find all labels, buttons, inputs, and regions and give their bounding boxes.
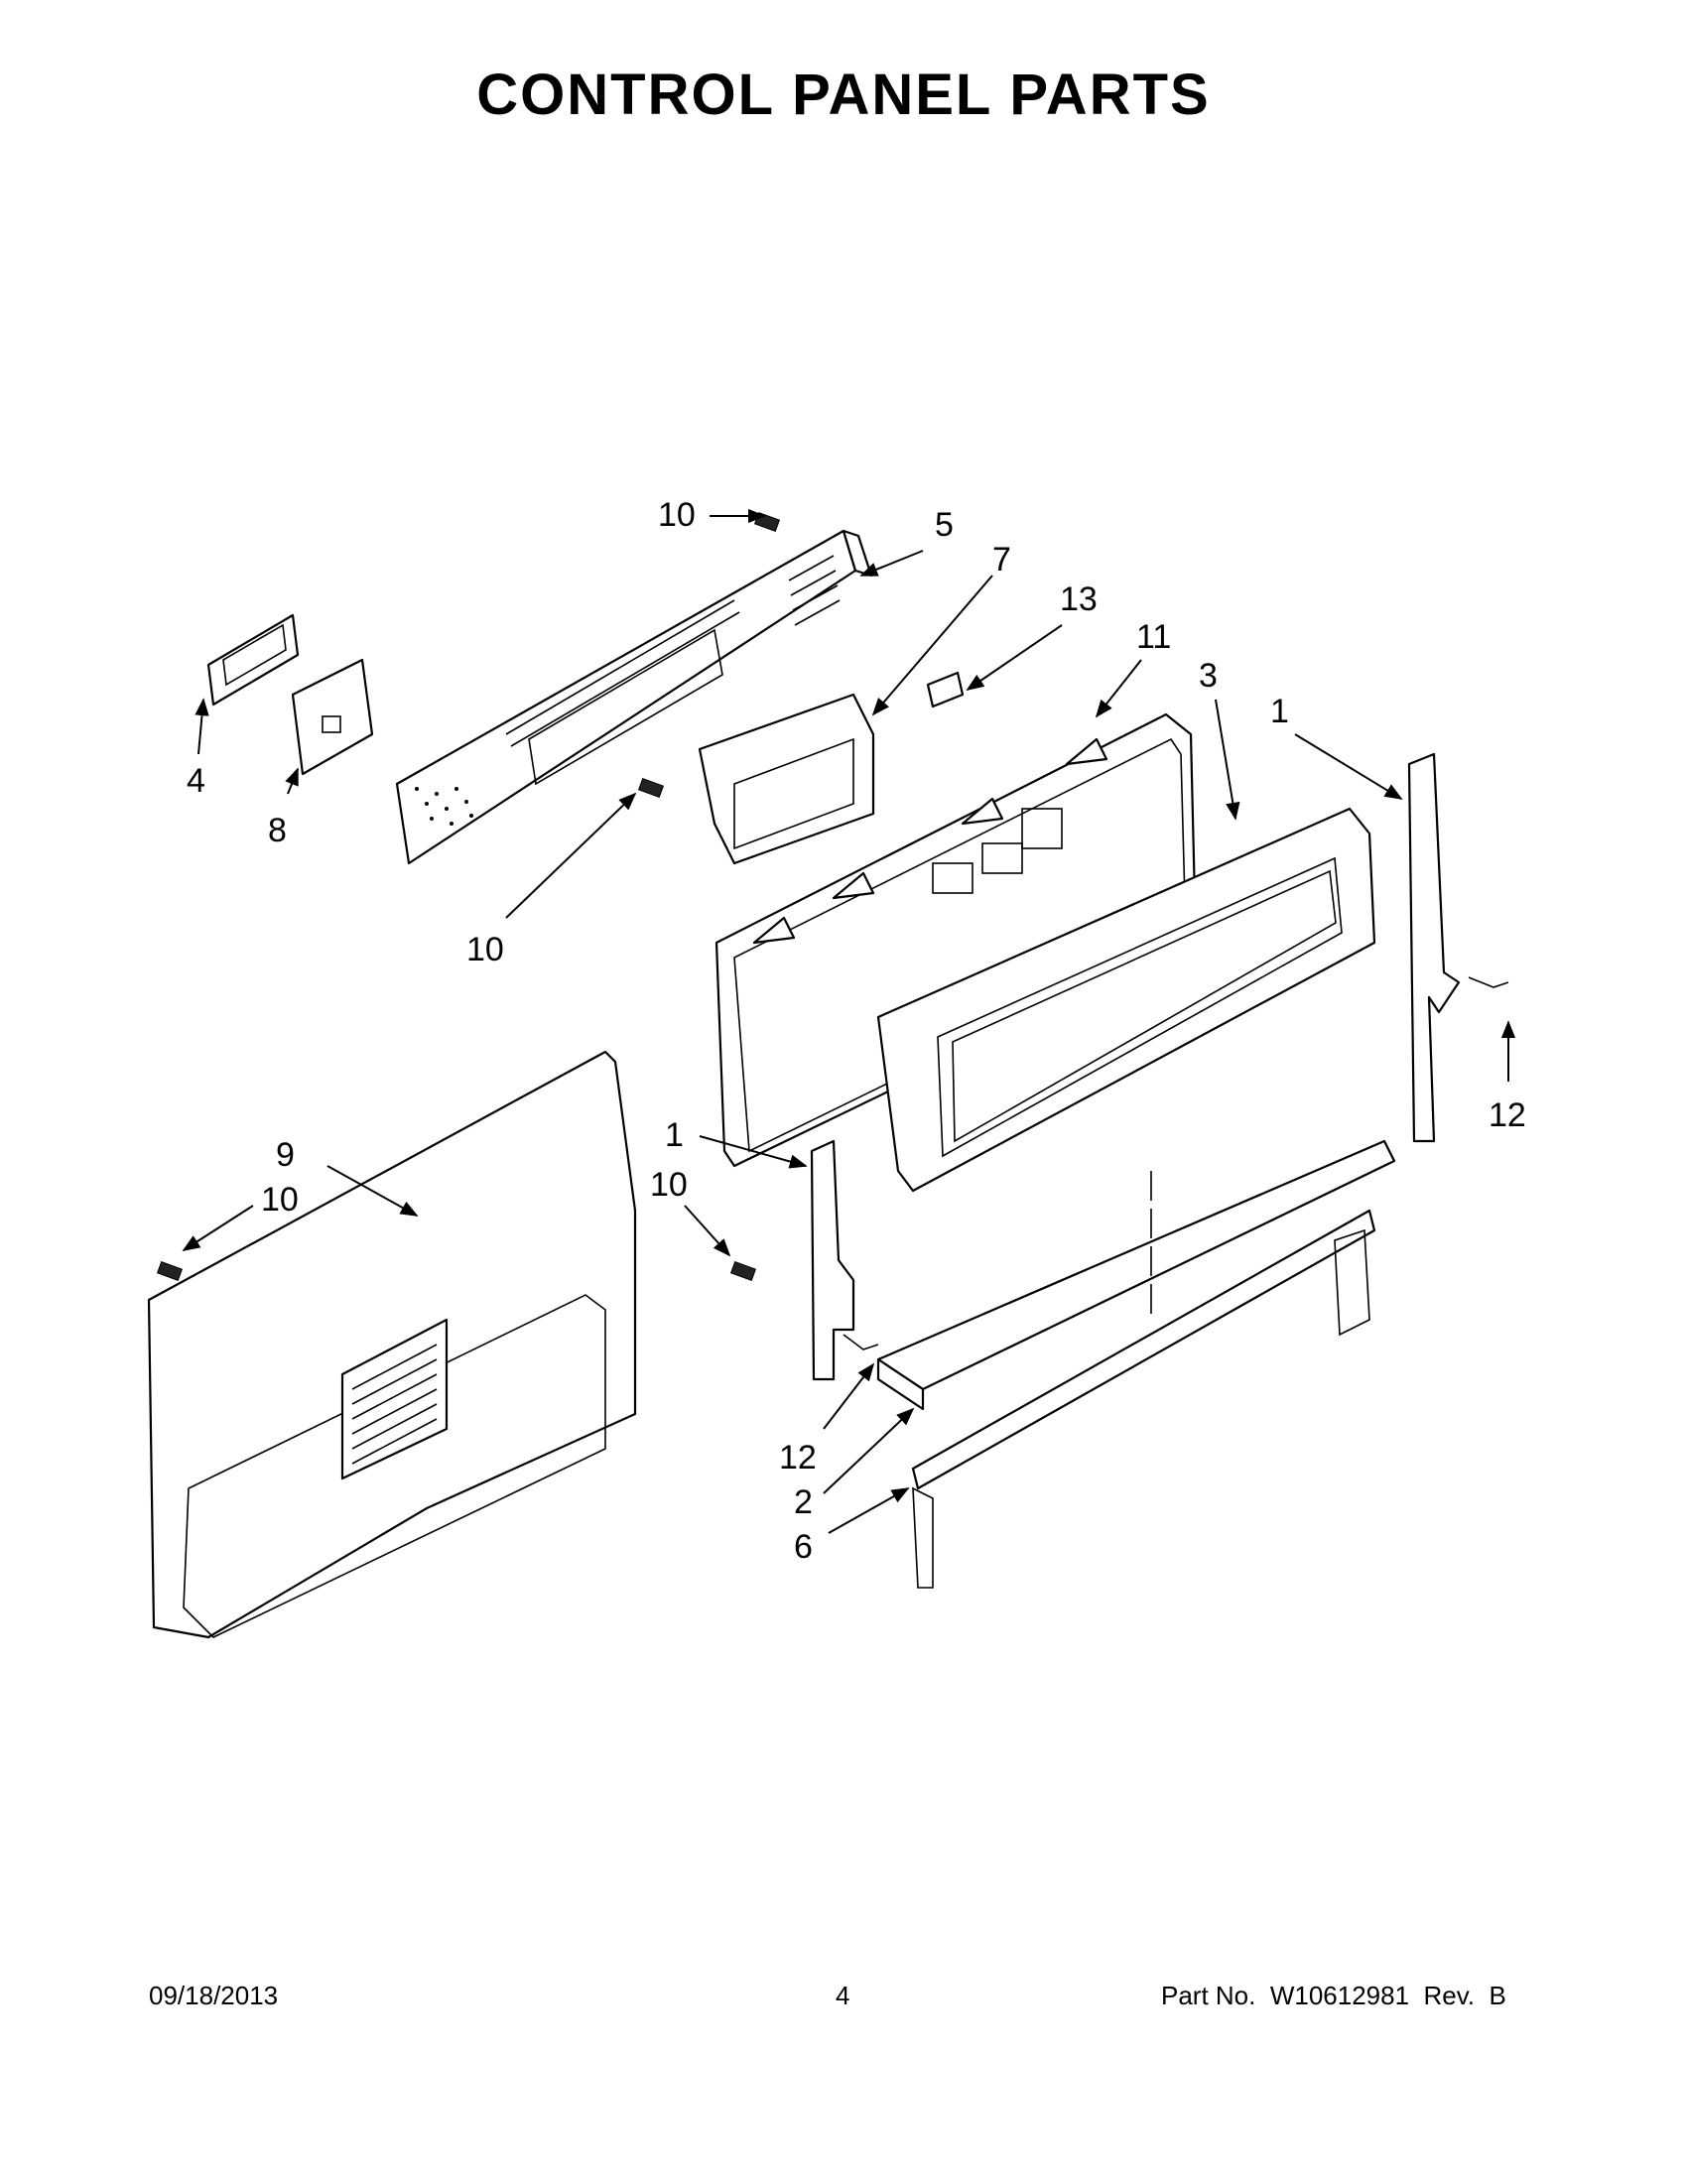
callout-4: 4 [187,762,205,800]
leader-arrows [182,508,1516,1534]
footer-date: 09/18/2013 [149,1981,279,2010]
part-7-display-housing [698,693,875,865]
callout-1: 1 [1270,693,1289,730]
footer-page-number: 4 [836,1981,850,2010]
callout-1b: 1 [665,1116,684,1154]
part-9-rear-shield [147,1050,637,1639]
callout-10: 10 [658,496,696,534]
part-8-bracket [291,658,374,776]
part-6-channel [911,1209,1376,1589]
callout-12: 12 [1489,1096,1526,1134]
part-13-connector [926,671,965,708]
part-2-support-rail [876,1139,1396,1411]
callout-7: 7 [992,541,1011,578]
part-3-trim [876,807,1376,1193]
part-5-panel-shield [395,529,873,865]
page-title: CONTROL PANEL PARTS [476,63,1211,127]
callout-9: 9 [276,1136,295,1174]
callout-10d: 10 [650,1166,688,1204]
callout-3: 3 [1199,657,1218,695]
callout-2: 2 [794,1483,813,1521]
callout-6: 6 [794,1528,813,1566]
part-1-endcap-left [810,1139,855,1381]
callout-10c: 10 [261,1181,299,1219]
callout-12b: 12 [779,1439,817,1477]
callout-11: 11 [1136,618,1171,656]
callout-8: 8 [268,812,287,849]
callout-5: 5 [935,506,954,544]
callout-13: 13 [1060,580,1098,618]
part-4-control-board [206,613,300,707]
callout-labels: 10 5 7 13 11 3 1 4 8 10 1 9 10 10 12 12 … [187,496,1526,1566]
part-1-endcap-right [1407,752,1461,1143]
callout-10b: 10 [466,931,504,968]
footer-part-number: Part No. W10612981 Rev. B [1161,1981,1506,2010]
wire-harness-icon [843,976,1509,1350]
